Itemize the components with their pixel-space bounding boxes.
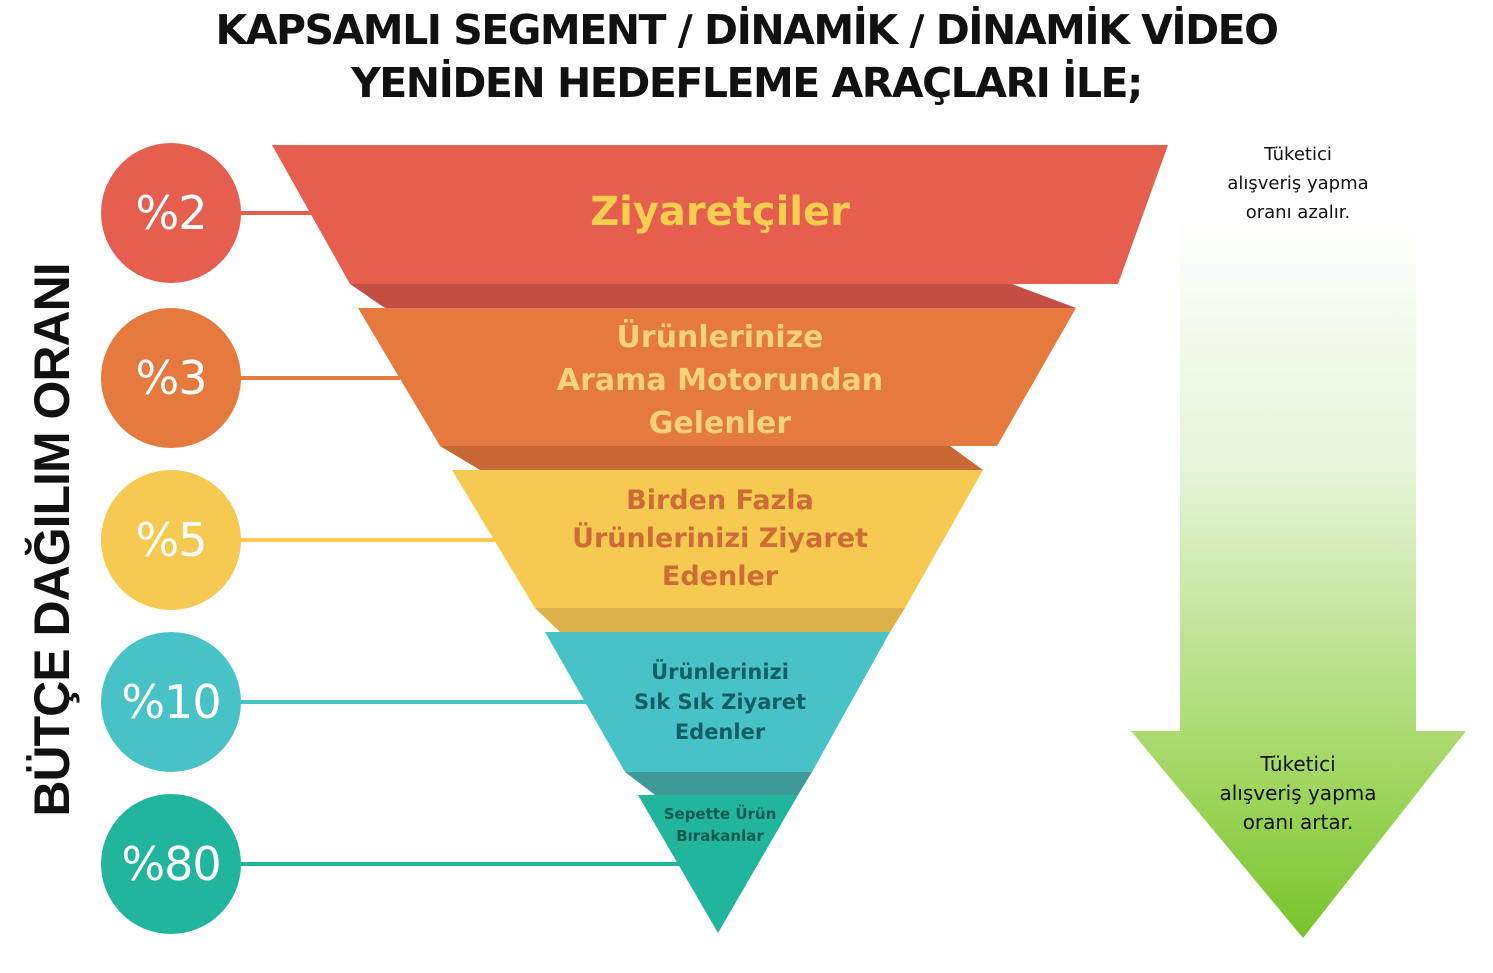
percent-circle-1 <box>101 143 241 283</box>
funnel-shadows <box>350 284 1076 795</box>
percent-label-1: %2 <box>135 186 208 240</box>
segment-label-search-engine: Ürünlerinize Arama Motorundan Gelenler <box>556 320 884 441</box>
funnel-segment-5 <box>638 795 798 933</box>
page-title: KAPSAMLI SEGMENT / DİNAMİK / DİNAMİK VİD… <box>0 4 1493 110</box>
connector-lines <box>240 211 685 866</box>
title-line-1: KAPSAMLI SEGMENT / DİNAMİK / DİNAMİK VİD… <box>215 6 1279 54</box>
funnel-segment-3 <box>452 470 983 608</box>
segment-label-multi-visit: Birden Fazla Ürünlerinizi Ziyaret Edenle… <box>572 485 868 592</box>
percent-circle-3 <box>101 470 241 610</box>
percent-label-4: %10 <box>121 675 221 729</box>
funnel-segment-1 <box>272 145 1168 284</box>
percent-label-2: %3 <box>135 351 208 405</box>
segment-label-cart-abandon: Sepette Ürün Bırakanlar <box>663 805 777 845</box>
segment-label-frequent-visit: Ürünlerinizi Sık Sık Ziyaret Edenler <box>633 660 807 744</box>
funnel-segment-4 <box>545 632 890 772</box>
percent-circle-2 <box>101 308 241 448</box>
title-line-2: YENİDEN HEDEFLEME ARAÇLARI İLE; <box>351 59 1143 107</box>
segment-label-visitors: Ziyaretçiler <box>590 189 850 235</box>
funnel-segment-2 <box>358 308 1076 446</box>
arrow-top-text: Tüketici alışveriş yapma oranı azalır. <box>1227 144 1369 223</box>
funnel-segments <box>272 145 1168 933</box>
percent-label-5: %80 <box>121 837 221 891</box>
down-arrow-icon <box>1131 215 1466 938</box>
percent-circle-4 <box>101 632 241 772</box>
percent-circles <box>101 143 241 934</box>
percent-circle-5 <box>101 794 241 934</box>
percent-label-3: %5 <box>135 513 208 567</box>
arrow-bottom-text: Tüketici alışveriş yapma oranı artar. <box>1219 752 1377 834</box>
